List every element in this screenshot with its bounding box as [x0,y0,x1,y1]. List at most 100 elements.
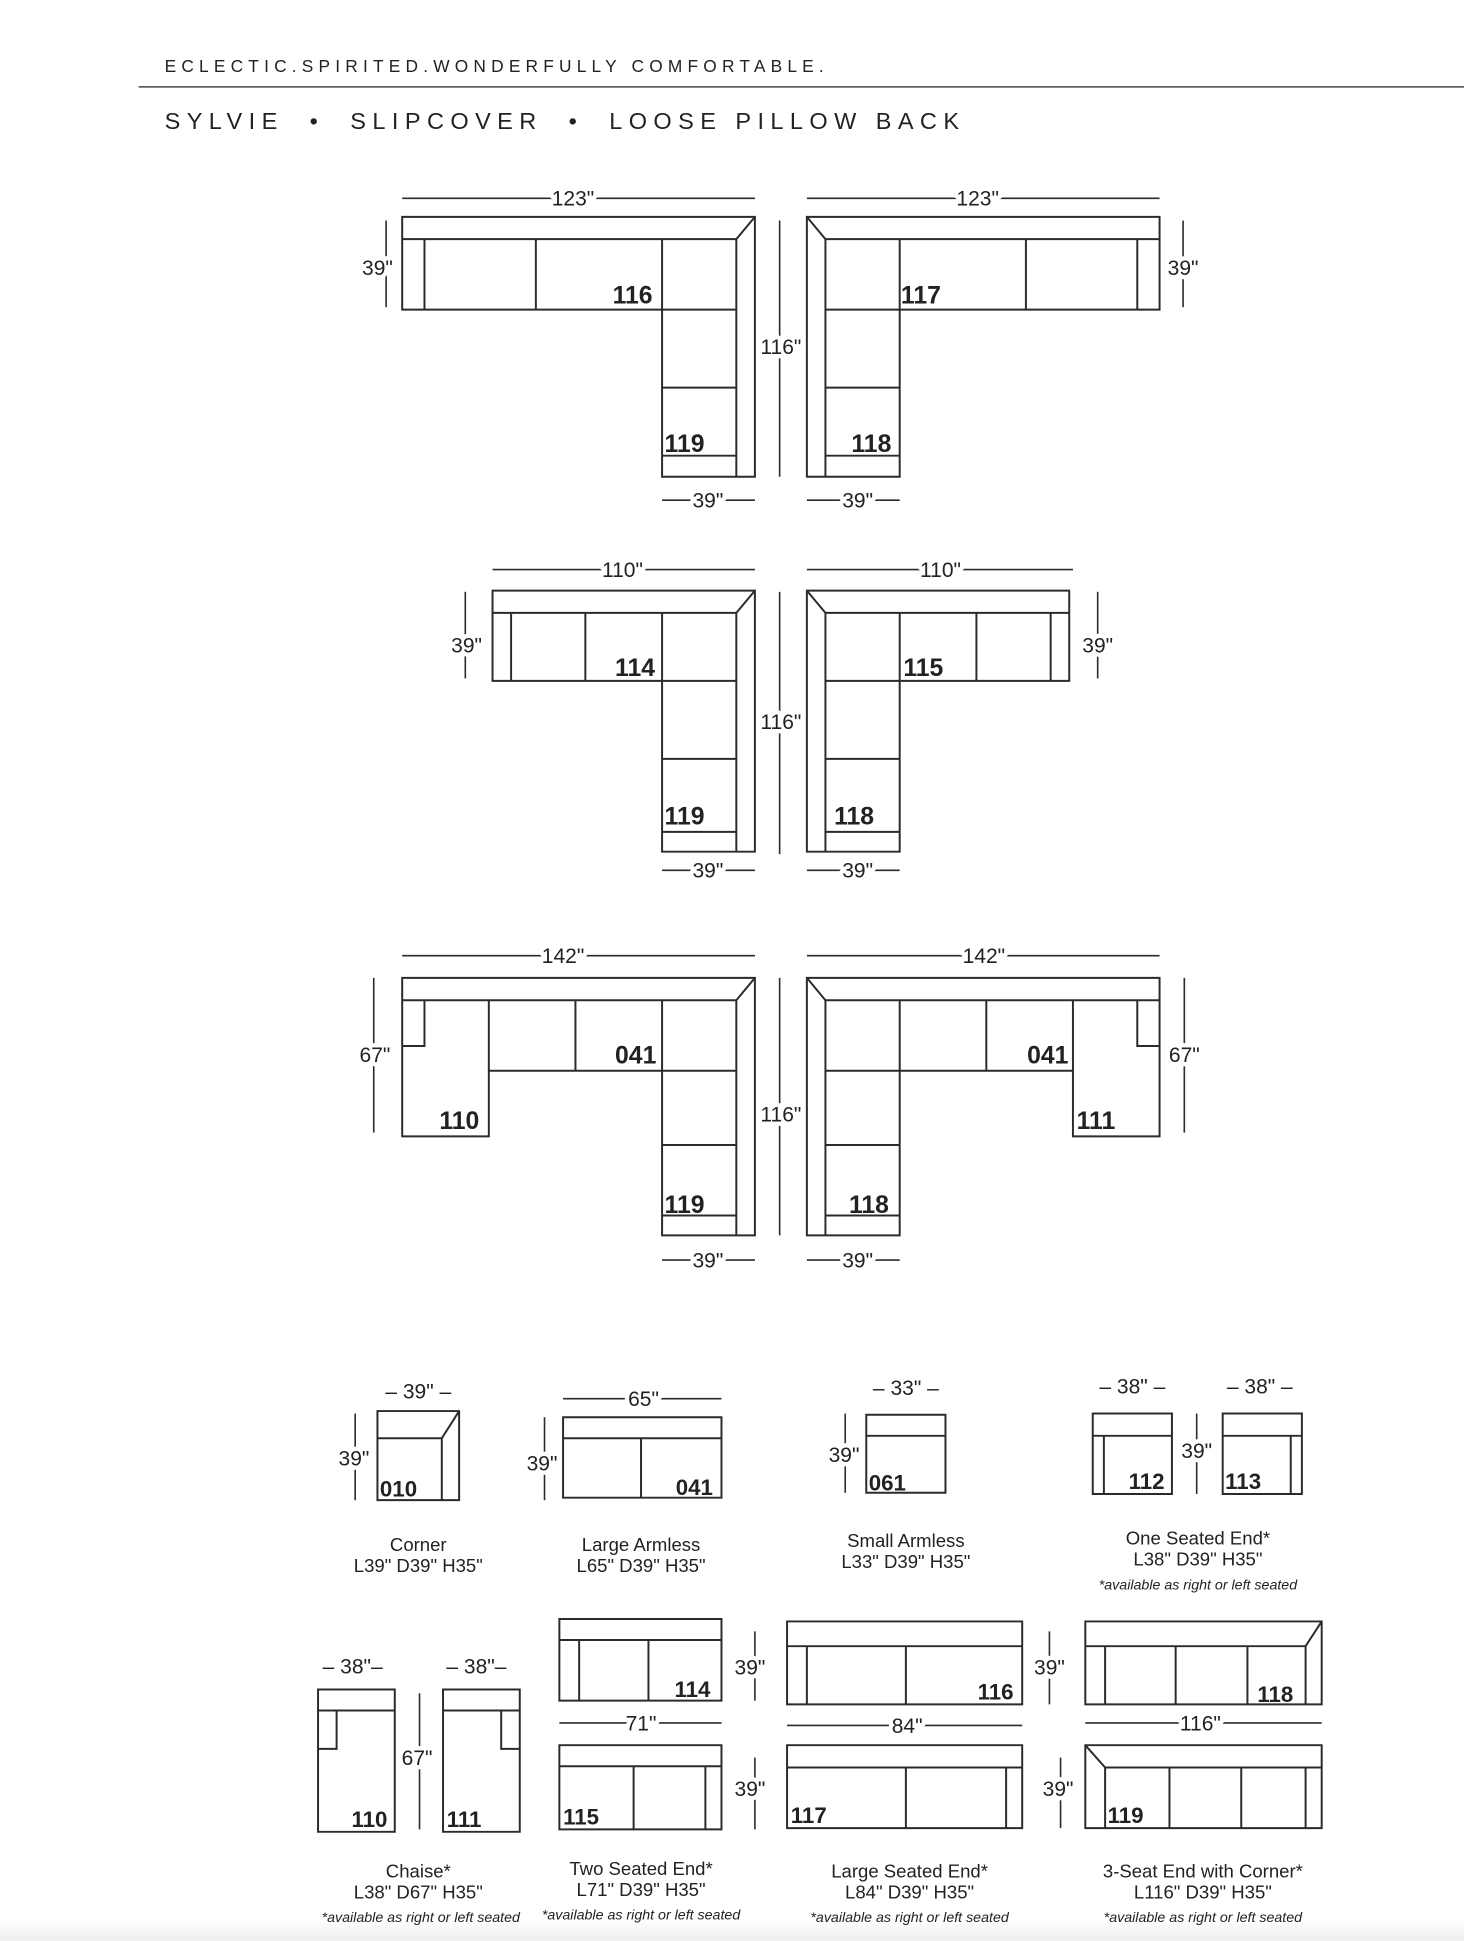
module-label: 119 [665,803,705,830]
side-dim: 39" [1168,257,1199,280]
depth-dim: 116" [760,1103,801,1126]
piece-name: Large Seated End* [831,1861,988,1882]
module-label: 041 [676,1475,713,1500]
piece-dims: L38" D67" H35" [354,1882,483,1903]
depth-dim: 39" [1043,1778,1074,1801]
module-label: 118 [834,803,874,830]
module-label: 119 [1108,1803,1144,1828]
side-dim: 39" [451,634,482,657]
piece-note: *available as right or left seated [1099,1577,1298,1593]
width-dim: 116" [1180,1712,1221,1735]
end-dim: 39" [842,490,873,513]
config-142-right: 142" 67" 111 041 118 39" [805,941,1204,1277]
module-label: 117 [901,282,941,309]
piece-3-seat-end-corner: 116" 118 119 3-Seat End with Corner* L11… [1084,1620,1323,1926]
piece-dims: L65" D39" H35" [577,1555,706,1576]
piece-name: One Seated End* [1126,1528,1270,1549]
depth-dim: 39" [1181,1440,1212,1463]
piece-name: Chaise* [386,1861,451,1882]
module-label: 118 [851,431,891,458]
module-label: 118 [849,1192,889,1219]
module-label: 041 [1027,1042,1069,1069]
width-dim: 71" [626,1712,657,1735]
width-dim: – 38" – [1227,1376,1293,1399]
piece-small-armless: – 33" – 39" 061 Small Armless L33" D39" … [824,1373,970,1573]
width-dim: 110" [602,559,643,582]
end-dim: 39" [692,490,723,513]
piece-large-seated-end: 84" 39" 39" 116 117 Large Seated End* L8… [786,1620,1078,1926]
module-label: 111 [447,1807,482,1832]
config-110-depth: 116" [756,591,806,855]
piece-name: Small Armless [847,1530,964,1551]
side-dim: 39" [362,257,393,280]
module-label: 119 [665,1192,705,1219]
width-dim: 110" [920,559,961,582]
module-label: 116 [978,1679,1014,1704]
piece-name: 3-Seat End with Corner* [1103,1861,1303,1882]
module-label: 117 [791,1803,827,1828]
module-label: 115 [563,1804,599,1829]
width-dim: 84" [892,1715,923,1738]
width-dim: 142" [542,945,585,968]
piece-two-seated-end: 71" 39" 39" 114 115 Two Seated End* L71"… [542,1617,770,1924]
page-bottom-shadow [0,1918,1464,1941]
config-142-depth: 116" [756,977,806,1236]
config-142-left: 142" 67" 110 041 119 39" [355,941,756,1277]
piece-corner: – 39" – 39" 010 Corner L39" D39" H35" [334,1376,483,1576]
end-dim: 39" [842,860,873,883]
piece-dims: L116" D39" H35" [1134,1882,1272,1903]
piece-name: Two Seated End* [569,1858,712,1879]
width-dim: – 38"– [446,1655,506,1678]
end-dim: 39" [692,1250,723,1273]
width-dim: 123" [956,188,999,211]
config-123-depth: 116" [756,220,806,477]
depth-dim: 116" [760,711,801,734]
depth-dim: 39" [527,1452,558,1475]
piece-note: *available as right or left seated [1104,1910,1303,1926]
piece-dims: L33" D39" H35" [841,1551,970,1572]
depth-dim: 39" [339,1448,370,1471]
depth-dim: 39" [829,1444,860,1467]
piece-note: *available as right or left seated [322,1910,521,1926]
width-dim: – 38"– [323,1655,383,1678]
piece-dims: L38" D39" H35" [1133,1549,1262,1570]
piece-chaise: – 38"– – 38"– 67" 110 111 Chaise* L38" D… [317,1651,521,1926]
side-dim: 67" [360,1044,391,1067]
side-dim: 39" [1082,634,1113,657]
piece-dims: L84" D39" H35" [845,1882,974,1903]
width-dim: 142" [963,945,1006,968]
width-dim: 123" [552,188,595,211]
end-dim: 39" [842,1250,873,1273]
end-dim: 39" [692,860,723,883]
config-110-left: 110" 39" 114 119 39" [447,555,756,887]
module-label: 113 [1225,1469,1261,1494]
module-label: 111 [1077,1108,1116,1135]
module-label: 110 [351,1807,387,1832]
module-label: 110 [439,1108,479,1135]
module-label: 118 [1257,1682,1293,1707]
module-label: 112 [1129,1469,1165,1494]
module-label: 119 [665,431,705,458]
piece-large-armless: 65" 39" 041 Large Armless L65" D39" H35" [522,1384,723,1576]
width-dim: – 38" – [1099,1376,1165,1399]
tagline: ECLECTIC.SPIRITED.WONDERFULLY COMFORTABL… [165,56,829,76]
width-dim: – 39" – [385,1381,451,1404]
depth-dim: 39" [735,1657,766,1680]
depth-dim: 116" [760,336,801,359]
subtitle: SYLVIE • SLIPCOVER • LOOSE PILLOW BACK [165,108,966,134]
piece-dims: L39" D39" H35" [354,1555,483,1576]
config-110-right: 110" 39" 115 118 39" [805,555,1117,887]
module-label: 116 [613,282,653,309]
depth-dim: 67" [402,1747,433,1770]
piece-name: Large Armless [582,1534,701,1555]
width-dim: 65" [628,1388,659,1411]
module-label: 061 [869,1470,906,1495]
depth-dim: 39" [735,1778,766,1801]
config-123-right: 123" 39" 117 118 39" [805,183,1203,517]
piece-note: *available as right or left seated [810,1910,1009,1926]
piece-note: *available as right or left seated [542,1908,741,1924]
module-label: 114 [674,1677,711,1702]
module-label: 114 [615,655,655,682]
config-123-left: 123" 39" 116 119 39" [358,183,756,517]
